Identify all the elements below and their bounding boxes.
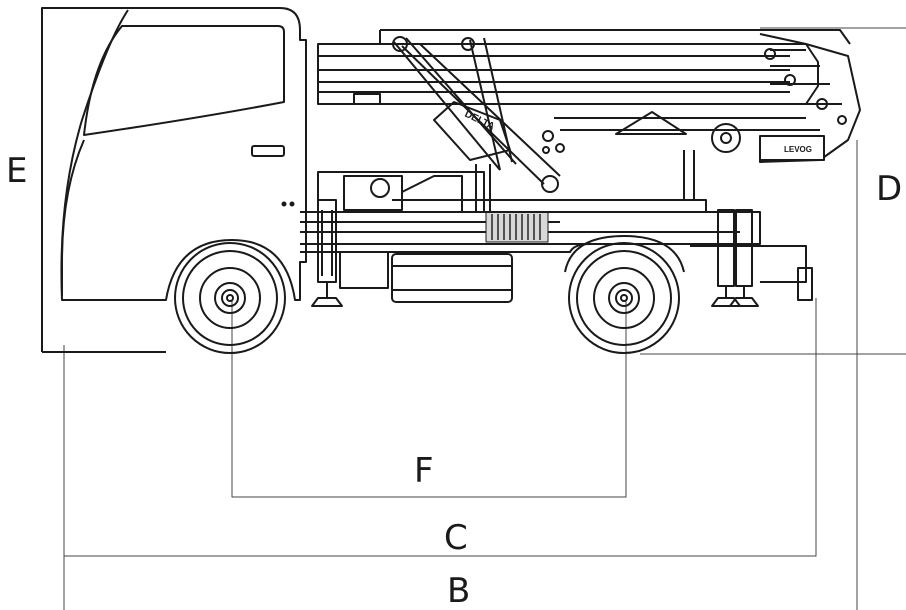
truck-cab bbox=[41, 7, 307, 353]
rear-outrigger-2 bbox=[729, 209, 759, 307]
link-pivot-3 bbox=[542, 146, 550, 154]
battery-box bbox=[339, 251, 389, 289]
cab-window bbox=[83, 25, 285, 136]
cab-bolt-1 bbox=[281, 201, 287, 207]
front-wheel bbox=[174, 242, 286, 354]
fly-jib-pulley bbox=[711, 123, 741, 153]
chassis-brand-text: LEVOG bbox=[784, 145, 812, 154]
rear-bumper bbox=[690, 245, 807, 283]
upper-boom bbox=[379, 29, 851, 45]
cylinder-pivot bbox=[461, 37, 475, 51]
rear-wheel-arch bbox=[564, 235, 685, 273]
cab-door-line bbox=[61, 139, 85, 296]
link-pivot-1 bbox=[542, 130, 554, 142]
turret-brace bbox=[401, 175, 463, 212]
fly-jib-pulley-hub bbox=[720, 132, 732, 144]
head-bolt-3 bbox=[816, 98, 828, 110]
platform-deck bbox=[392, 199, 707, 213]
arm-pivot-bottom bbox=[541, 175, 559, 193]
rear-wheel bbox=[568, 242, 680, 354]
dimension-f-line bbox=[231, 300, 627, 498]
tank-detail bbox=[392, 265, 512, 291]
boom-section-lines bbox=[318, 55, 790, 93]
dimension-label-f: F bbox=[414, 451, 434, 491]
link-pivot-2 bbox=[555, 143, 565, 153]
cab-outline bbox=[41, 7, 307, 352]
articulation-link bbox=[554, 117, 820, 131]
toolbox bbox=[485, 211, 549, 243]
head-plate bbox=[759, 135, 825, 161]
turret-post bbox=[475, 164, 491, 212]
fuel-tank bbox=[391, 253, 513, 303]
rear-light bbox=[797, 267, 813, 301]
frame-lower bbox=[300, 243, 700, 253]
dimension-label-d: D bbox=[876, 169, 903, 209]
arm-pivot-top bbox=[392, 36, 408, 52]
turret-housing bbox=[343, 175, 403, 211]
slew-motor bbox=[370, 178, 390, 198]
turret-base bbox=[317, 150, 707, 213]
platform-head-detail bbox=[770, 49, 842, 105]
lower-boom-outline bbox=[317, 43, 819, 105]
cab-bolt-2 bbox=[289, 201, 295, 207]
dimension-label-c: C bbox=[444, 518, 468, 558]
fly-jib-triangle bbox=[615, 111, 687, 135]
front-outrigger bbox=[311, 199, 343, 307]
boom-cylinder bbox=[393, 37, 517, 171]
arm-hydraulics bbox=[433, 101, 511, 161]
toolbox-springs bbox=[491, 214, 541, 240]
head-bolt-1 bbox=[764, 48, 776, 60]
platform-head bbox=[759, 33, 861, 163]
rear-support-post bbox=[683, 150, 695, 200]
telescopic-boom bbox=[317, 29, 861, 193]
dimension-label-b: B bbox=[447, 571, 471, 610]
boom-end-bracket bbox=[353, 93, 381, 105]
dimension-lines bbox=[41, 8, 906, 610]
main-arm bbox=[401, 37, 561, 185]
dimension-label-e: E bbox=[6, 151, 28, 191]
chassis bbox=[300, 211, 813, 303]
head-bolt-2 bbox=[784, 74, 796, 86]
dimension-c-line bbox=[63, 298, 817, 557]
cab-door-handle bbox=[251, 145, 285, 157]
head-bolt-4 bbox=[837, 115, 847, 125]
